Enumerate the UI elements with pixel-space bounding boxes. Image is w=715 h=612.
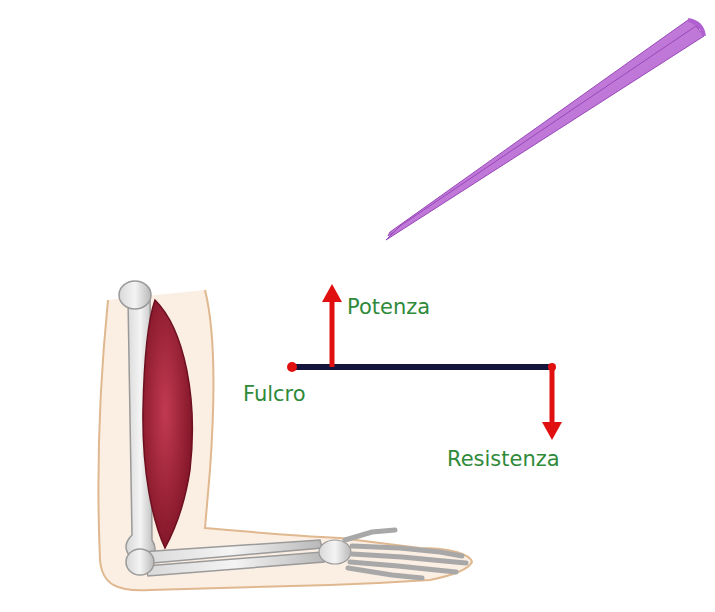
load-arrowhead [542,422,562,440]
part-label: Resistenza [447,448,560,471]
tweezers [386,20,704,240]
arm [98,281,472,590]
lever-scheme [287,284,562,440]
effort-arrow [330,300,335,367]
fulcrum-dot [287,362,297,372]
effort-arrowhead [322,284,342,302]
load-arrow [550,367,555,424]
part-label: Fulcro [243,383,306,406]
part-label: Potenza [347,296,430,319]
